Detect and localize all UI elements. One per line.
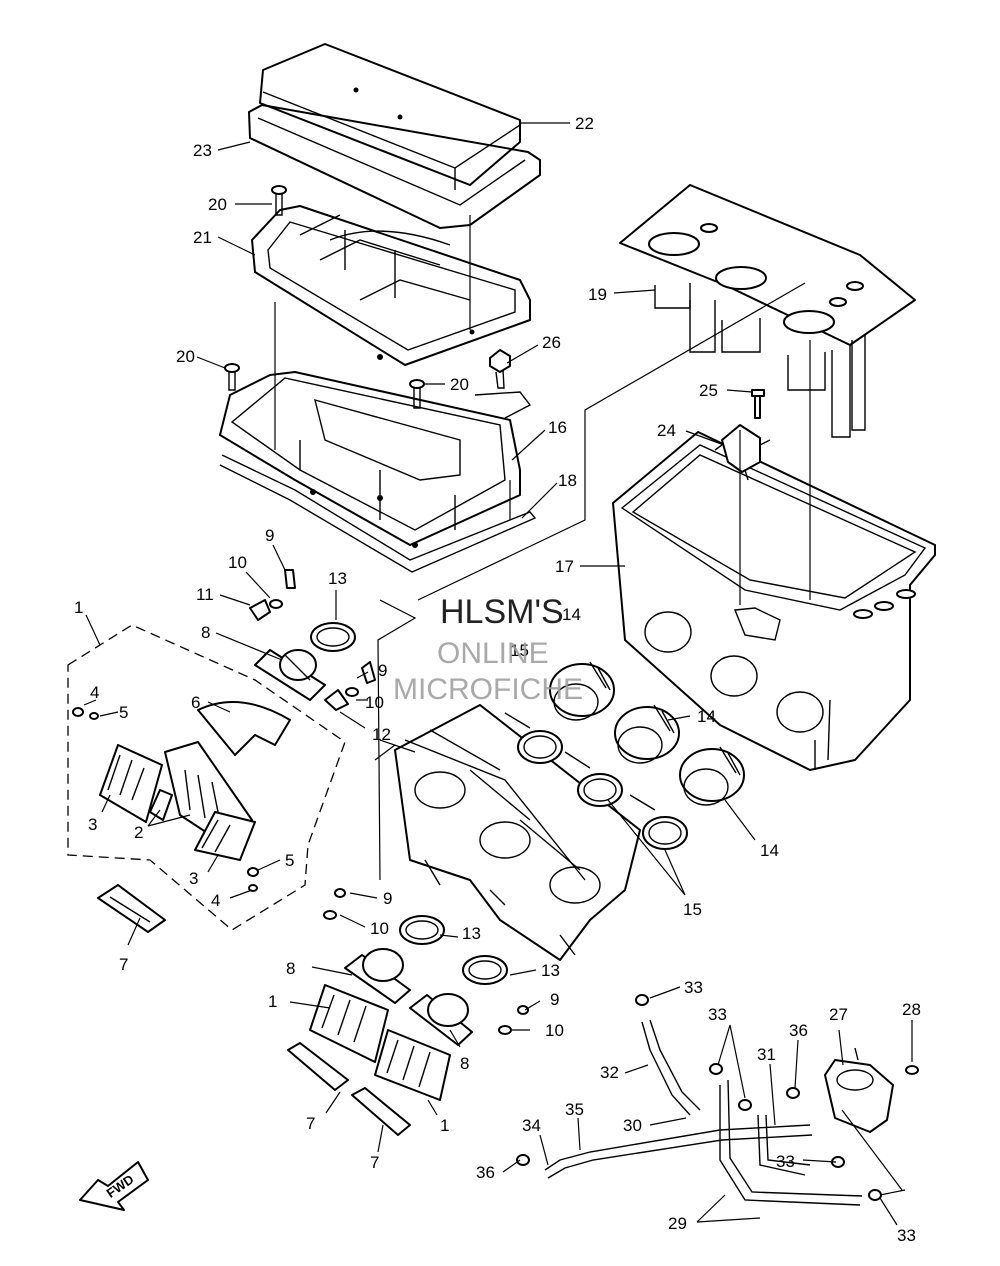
callout-7: 7 <box>370 1153 379 1172</box>
air-box-gasket <box>219 454 537 573</box>
callout-leaders <box>83 122 913 1226</box>
callout-26: 26 <box>542 333 561 352</box>
fuel-hoses <box>544 1019 863 1206</box>
air-filter-element <box>259 43 521 190</box>
small-screws-group <box>72 707 259 892</box>
callout-13: 13 <box>328 569 347 588</box>
group-outline <box>67 624 346 931</box>
carb-joint-14-c <box>679 746 745 806</box>
callout-10: 10 <box>545 1021 564 1040</box>
callout-20: 20 <box>208 195 227 214</box>
fuel-pump-27 <box>824 1047 919 1133</box>
callout-31: 31 <box>757 1045 776 1064</box>
callout-7: 7 <box>119 955 128 974</box>
callout-14: 14 <box>562 605 581 624</box>
callout-27: 27 <box>829 1005 848 1024</box>
filter-case-frame <box>251 205 531 366</box>
reed-valve-left <box>97 701 291 933</box>
callout-15: 15 <box>683 900 702 919</box>
callout-9: 9 <box>383 889 392 908</box>
callout-1: 1 <box>268 992 277 1011</box>
watermark-line-2: ONLINE <box>437 637 549 670</box>
callout-34: 34 <box>522 1116 541 1135</box>
callout-19: 19 <box>588 285 607 304</box>
callout-30: 30 <box>623 1116 642 1135</box>
cover-plate-tubes <box>619 184 916 438</box>
watermark: HLSM'S ONLINE MICROFICHE <box>393 593 583 706</box>
callout-8: 8 <box>460 1054 469 1073</box>
screw-20-left <box>224 363 240 391</box>
callout-36: 36 <box>476 1163 495 1182</box>
clamps-15 <box>504 712 688 850</box>
callout-13: 13 <box>541 961 560 980</box>
hose-clamp-13-upper <box>310 622 356 652</box>
carb-joint-14-a <box>549 661 615 721</box>
callout-10: 10 <box>370 919 389 938</box>
callout-14: 14 <box>760 841 779 860</box>
callout-10: 10 <box>365 693 384 712</box>
callout-33: 33 <box>708 1005 727 1024</box>
filter-frame-gasket <box>248 104 541 229</box>
carb-joint-14-b <box>614 704 680 764</box>
hose-clips-33-36 <box>516 994 882 1201</box>
callout-24: 24 <box>657 421 676 440</box>
callout-5: 5 <box>119 703 128 722</box>
callout-21: 21 <box>193 228 212 247</box>
air-box-lower <box>219 371 532 548</box>
watermark-line-3: MICROFICHE <box>393 673 583 706</box>
callout-12: 12 <box>372 725 391 744</box>
callout-3: 3 <box>189 869 198 888</box>
callout-5: 5 <box>285 851 294 870</box>
callout-20: 20 <box>176 347 195 366</box>
intake-manifold-upper <box>249 569 376 711</box>
callout-35: 35 <box>565 1100 584 1119</box>
callout-9: 9 <box>550 990 559 1009</box>
callout-25: 25 <box>699 381 718 400</box>
callout-32: 32 <box>600 1063 619 1082</box>
callout-7: 7 <box>306 1114 315 1133</box>
callout-1: 1 <box>74 598 83 617</box>
callout-15: 15 <box>510 641 529 660</box>
callout-labels: 22 23 20 21 19 20 26 20 25 24 16 18 17 9… <box>74 114 921 1245</box>
callout-17: 17 <box>555 557 574 576</box>
callout-6: 6 <box>191 693 200 712</box>
fitting-assembly <box>714 389 771 481</box>
callout-8: 8 <box>201 623 210 642</box>
callout-2: 2 <box>134 823 143 842</box>
callout-33: 33 <box>776 1152 795 1171</box>
callout-9: 9 <box>378 661 387 680</box>
bolt-26 <box>489 349 511 389</box>
intake-manifold-lower <box>323 888 529 1046</box>
callout-1: 1 <box>440 1116 449 1135</box>
callout-4: 4 <box>211 891 220 910</box>
callout-13: 13 <box>462 924 481 943</box>
callout-29: 29 <box>668 1214 687 1233</box>
callout-23: 23 <box>193 141 212 160</box>
callout-11: 11 <box>196 585 214 604</box>
callout-10: 10 <box>228 553 247 572</box>
forward-direction-badge: FWD <box>79 1161 149 1211</box>
callout-9: 9 <box>265 526 274 545</box>
callout-33: 33 <box>897 1226 916 1245</box>
callout-28: 28 <box>902 1000 921 1019</box>
carburetor-bank <box>394 704 641 961</box>
callout-20: 20 <box>450 375 469 394</box>
callout-8: 8 <box>286 959 295 978</box>
air-box-upper <box>612 431 936 771</box>
watermark-line-1: HLSM'S <box>440 593 564 631</box>
screw-20-top <box>271 185 287 216</box>
callout-3: 3 <box>88 815 97 834</box>
callout-33: 33 <box>684 978 703 997</box>
callout-16: 16 <box>548 418 567 437</box>
callout-22: 22 <box>575 114 594 133</box>
callout-36: 36 <box>789 1021 808 1040</box>
callout-14: 14 <box>697 707 716 726</box>
reed-valves-lower <box>287 984 451 1136</box>
callout-4: 4 <box>90 683 99 702</box>
callout-18: 18 <box>558 471 577 490</box>
screw-20-mid <box>409 379 425 409</box>
